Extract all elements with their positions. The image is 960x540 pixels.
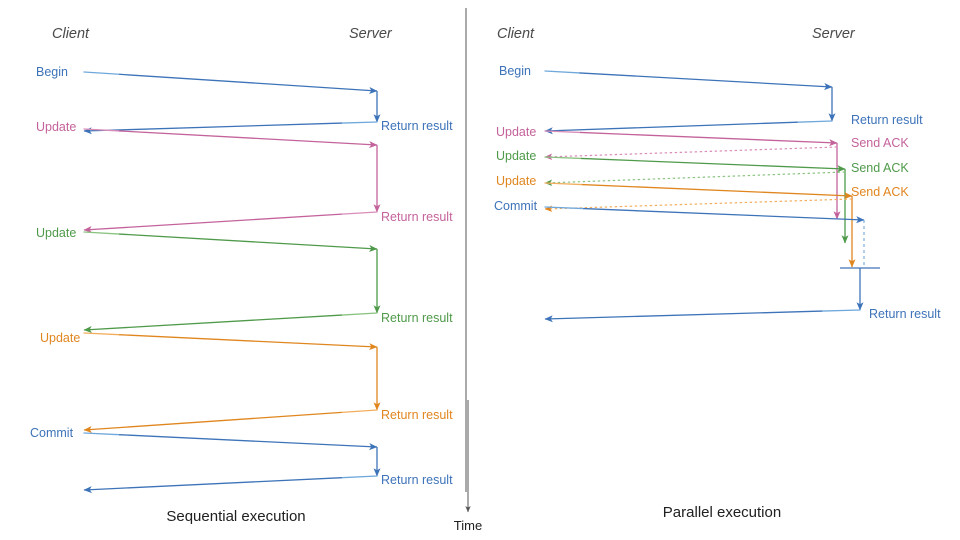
request-arrow-update-3 bbox=[581, 183, 853, 200]
label-response-begin: Return result bbox=[851, 113, 923, 127]
request-arrow-update-1 bbox=[580, 131, 838, 147]
response-arrow-commit bbox=[83, 477, 342, 494]
lane-header-server: Server bbox=[812, 26, 856, 42]
label-ack-update-1: Send ACK bbox=[851, 136, 909, 150]
label-request-update-1: Update bbox=[36, 120, 76, 134]
request-arrow-commit-tail bbox=[83, 432, 120, 436]
label-request-update-3: Update bbox=[40, 331, 80, 345]
response-arrow-commit-tail bbox=[341, 475, 378, 479]
response-arrow-update-2-tail bbox=[341, 312, 378, 316]
label-ack-update-3: Send ACK bbox=[851, 185, 909, 199]
request-arrow-update-3 bbox=[119, 334, 378, 351]
label-request-begin: Begin bbox=[36, 65, 68, 79]
label-response-begin: Return result bbox=[381, 119, 453, 133]
label-response-update-1: Return result bbox=[381, 210, 453, 224]
label-request-commit: Commit bbox=[494, 199, 538, 213]
request-arrow-begin-tail bbox=[83, 71, 120, 75]
label-response-update-3: Return result bbox=[381, 408, 453, 422]
response-arrow-begin bbox=[544, 121, 798, 135]
response-arrow-update-2 bbox=[83, 314, 342, 334]
request-arrow-begin-tail bbox=[544, 70, 581, 74]
ack-arrow-update-1 bbox=[544, 146, 838, 160]
label-request-update-2: Update bbox=[36, 226, 76, 240]
response-arrow-update-1-tail bbox=[341, 211, 378, 215]
response-arrow-begin-tail bbox=[341, 121, 378, 124]
request-arrow-commit bbox=[583, 207, 865, 224]
label-request-update-3: Update bbox=[496, 174, 536, 188]
response-arrow-update-3-tail bbox=[341, 409, 378, 414]
request-arrow-update-3-tail bbox=[544, 182, 583, 186]
request-arrow-update-2-tail bbox=[544, 156, 582, 160]
label-response-update-2: Return result bbox=[381, 311, 453, 325]
request-arrow-update-2 bbox=[119, 233, 378, 253]
request-arrow-update-1-tail bbox=[544, 130, 581, 134]
request-arrow-update-3-tail bbox=[83, 332, 120, 336]
request-arrow-update-1 bbox=[119, 130, 378, 149]
request-arrow-begin bbox=[579, 72, 833, 91]
request-arrow-update-2 bbox=[580, 157, 846, 173]
label-request-commit: Commit bbox=[30, 426, 74, 440]
time-axis-label: Time bbox=[454, 518, 482, 533]
request-arrow-update-1-tail bbox=[83, 128, 120, 132]
request-arrow-commit bbox=[119, 434, 378, 451]
ack-arrow-update-2 bbox=[544, 171, 846, 186]
response-arrow-commit bbox=[544, 310, 823, 323]
label-request-update-1: Update bbox=[496, 125, 536, 139]
label-request-update-2: Update bbox=[496, 149, 536, 163]
ack-arrow-update-3 bbox=[544, 198, 853, 213]
label-response-commit: Return result bbox=[869, 307, 941, 321]
lane-header-server: Server bbox=[349, 26, 393, 42]
request-arrow-update-2-tail bbox=[83, 231, 120, 235]
label-response-commit: Return result bbox=[381, 473, 453, 487]
panel-caption-sequential: Sequential execution bbox=[166, 508, 305, 525]
request-arrow-commit-tail bbox=[544, 206, 584, 210]
label-ack-update-2: Send ACK bbox=[851, 161, 909, 175]
figure-chrome: Time bbox=[454, 8, 482, 533]
panel-caption-parallel: Parallel execution bbox=[663, 504, 781, 521]
lane-header-client: Client bbox=[497, 26, 535, 42]
label-request-begin: Begin bbox=[499, 64, 531, 78]
response-arrow-begin-tail bbox=[796, 120, 833, 123]
response-arrow-update-1 bbox=[83, 213, 342, 234]
request-arrow-begin bbox=[119, 73, 378, 94]
response-arrow-update-3 bbox=[83, 411, 342, 433]
response-arrow-commit-tail bbox=[821, 309, 861, 312]
response-arrow-begin bbox=[83, 122, 342, 135]
lane-header-client: Client bbox=[52, 26, 90, 42]
